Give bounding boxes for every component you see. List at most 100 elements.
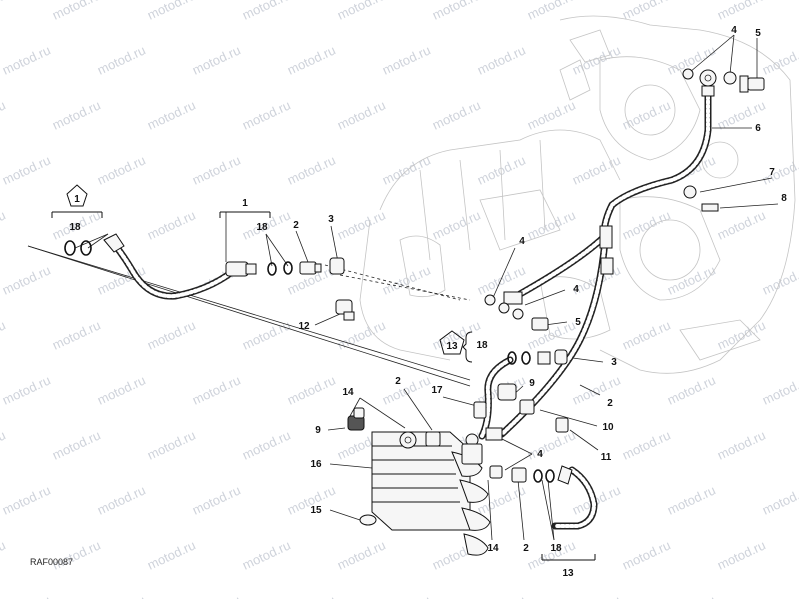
watermark-text: motod.ru [190, 482, 243, 517]
watermark-text: motod.ru [145, 0, 198, 23]
callout-16: 16 [310, 459, 322, 470]
watermark-text: motod.ru [0, 592, 53, 599]
watermark-text: motod.ru [145, 317, 198, 352]
watermark-text: motod.ru [525, 0, 578, 23]
callout-10: 10 [602, 422, 614, 433]
watermark-text: motod.ru [240, 537, 293, 572]
watermark-text: motod.ru [620, 207, 673, 242]
watermark-text: motod.ru [760, 262, 799, 297]
watermark-text: motod.ru [285, 592, 338, 599]
watermark-text: motod.ru [95, 482, 148, 517]
assembly-label-13: 13 [446, 341, 458, 352]
callout-17: 17 [431, 385, 443, 396]
callout-9: 9 [529, 378, 535, 389]
watermark-text: motod.ru [380, 372, 433, 407]
watermark-text: motod.ru [0, 372, 53, 407]
watermark-text: motod.ru [475, 592, 528, 599]
callout-8: 8 [781, 193, 787, 204]
callout-4: 4 [731, 25, 737, 36]
watermark-text: motod.ru [715, 427, 768, 462]
callout-9: 9 [315, 425, 321, 436]
callout-7: 7 [769, 167, 775, 178]
watermark-text: motod.ru [760, 372, 799, 407]
watermark-text: motod.ru [240, 97, 293, 132]
callout-2: 2 [293, 220, 299, 231]
watermark-text: motod.ru [760, 482, 799, 517]
watermark-text: motod.ru [190, 372, 243, 407]
callout-5: 5 [755, 28, 761, 39]
watermark-text: motod.ru [380, 152, 433, 187]
callout-4: 4 [519, 236, 525, 247]
watermark-text: motod.ru [665, 482, 718, 517]
callout-18: 18 [69, 222, 81, 233]
callout-3: 3 [328, 214, 334, 225]
watermark-text: motod.ru [0, 537, 8, 572]
watermark-text: motod.ru [570, 42, 623, 77]
watermark-text: motod.ru [715, 207, 768, 242]
callout-12: 12 [298, 321, 310, 332]
watermark-text: motod.ru [145, 427, 198, 462]
watermark-text: motod.ru [95, 42, 148, 77]
watermark-text: motod.ru [665, 592, 718, 599]
watermark-text: motod.ru [620, 97, 673, 132]
right-lower-assembly [465, 349, 598, 530]
watermark-text: motod.ru [285, 372, 338, 407]
watermark-text: motod.ru [525, 427, 578, 462]
callout-18: 18 [476, 340, 488, 351]
watermark-text: motod.ru [145, 97, 198, 132]
oil-cooler [347, 407, 491, 556]
watermark-text: motod.ru [190, 42, 243, 77]
watermark-text: motod.ru [50, 0, 103, 23]
callout-13: 13 [562, 568, 574, 579]
watermark-text: motod.ru [380, 42, 433, 77]
watermark-text: motod.ru [0, 0, 8, 23]
watermark-text: motod.ru [0, 152, 53, 187]
watermark-text: motod.ru [760, 592, 799, 599]
callout-4: 4 [537, 449, 543, 460]
callout-2: 2 [395, 376, 401, 387]
callout-15: 15 [310, 505, 322, 516]
watermark-text: motod.ru [95, 152, 148, 187]
watermark-text: motod.ru [240, 0, 293, 23]
watermark-text: motod.ru [620, 427, 673, 462]
watermark-text: motod.ru [430, 0, 483, 23]
watermark-text: motod.ru [335, 537, 388, 572]
watermark-text: motod.ru [430, 97, 483, 132]
callout-numbers: 1 18 18 2 3 4 5 6 7 8 4 4 5 12 18 3 2 9 … [69, 25, 787, 579]
callout-18: 18 [256, 222, 268, 233]
watermark-text: motod.ru [50, 427, 103, 462]
callout-5: 5 [575, 317, 581, 328]
watermark-text: motod.ru [380, 592, 433, 599]
watermark-text: motod.ru [190, 152, 243, 187]
watermark-text: motod.ru [0, 482, 53, 517]
watermark-text: motod.ru [95, 372, 148, 407]
drawing-code: RAF00087 [30, 557, 73, 567]
assembly-symbol-1: 1 [51, 184, 103, 218]
callout-3: 3 [611, 357, 617, 368]
watermark-text: motod.ru [335, 97, 388, 132]
watermark-text: motod.ru [665, 372, 718, 407]
right-upper-hose [335, 68, 765, 438]
watermark-text: motod.ru [0, 207, 8, 242]
watermark-text: motod.ru [50, 97, 103, 132]
watermark-text: motod.ru [0, 262, 53, 297]
callout-14: 14 [487, 543, 499, 554]
watermark-text: motod.ru [715, 537, 768, 572]
watermark-text: motod.ru [335, 0, 388, 23]
assembly-label-1: 1 [74, 194, 80, 205]
watermark-text: motod.ru [240, 427, 293, 462]
left-hose-assembly [64, 233, 345, 300]
callout-18: 18 [550, 543, 562, 554]
callout-14: 14 [342, 387, 354, 398]
watermark-text: motod.ru [0, 427, 8, 462]
callout-2: 2 [607, 398, 613, 409]
watermark-text: motod.ru [430, 207, 483, 242]
watermark-text: motod.ru [0, 317, 8, 352]
watermark-text: motod.ru [190, 592, 243, 599]
watermark-text: motod.ru [525, 97, 578, 132]
watermark-text: motod.ru [475, 42, 528, 77]
callout-1: 1 [242, 198, 248, 209]
watermark-text: motod.ru [50, 537, 103, 572]
watermark-text: motod.ru [335, 207, 388, 242]
